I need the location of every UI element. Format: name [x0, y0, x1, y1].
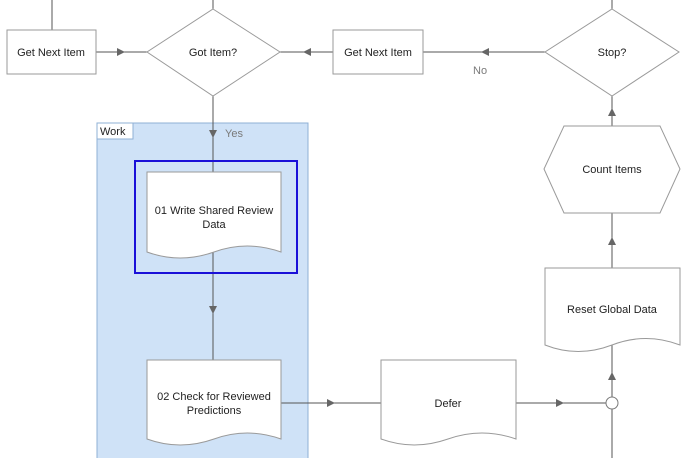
- reset-global-data-node[interactable]: Reset Global Data: [544, 267, 681, 352]
- defer-shape: [380, 359, 517, 446]
- work-block-label-box: [96, 122, 134, 140]
- get-next-item-left-label: Get Next Item: [17, 47, 85, 59]
- reset-global-data-label: Reset Global Data: [567, 304, 658, 316]
- edge-label-yes: Yes: [225, 128, 243, 140]
- work-block-label: Work: [100, 126, 126, 138]
- stop-decision[interactable]: Stop?: [544, 8, 680, 97]
- edges: [51, 0, 613, 458]
- arrow-down-1: [209, 130, 217, 138]
- check-reviewed-label-line1: 02 Check for Reviewed: [157, 391, 271, 403]
- got-item-decision[interactable]: Got Item?: [146, 8, 281, 97]
- got-item-shape: [146, 8, 281, 97]
- arrow-right-3: [556, 399, 564, 407]
- write-shared-review-label-line2: Data: [202, 219, 226, 231]
- get-next-item-right-label: Get Next Item: [344, 47, 412, 59]
- got-item-label: Got Item?: [189, 47, 237, 59]
- get-next-item-left-shape: [6, 29, 97, 75]
- check-reviewed-shape: [146, 359, 282, 446]
- junction-anchor[interactable]: [605, 396, 619, 410]
- arrow-up-2: [608, 237, 616, 245]
- check-reviewed-label-line2: Predictions: [187, 405, 242, 417]
- count-items-node[interactable]: Count Items: [543, 125, 681, 214]
- write-shared-review-shape: [146, 171, 282, 259]
- stop-label: Stop?: [598, 47, 627, 59]
- count-items-label: Count Items: [582, 164, 642, 176]
- defer-label: Defer: [435, 398, 462, 410]
- defer-node[interactable]: Defer: [380, 359, 517, 446]
- write-shared-review-node[interactable]: 01 Write Shared Review Data: [146, 171, 282, 259]
- get-next-item-right-shape: [332, 29, 424, 75]
- write-shared-review-label-line1: 01 Write Shared Review: [155, 205, 273, 217]
- arrow-up-1: [608, 372, 616, 380]
- arrow-right-2: [327, 399, 335, 407]
- arrowheads: [117, 48, 616, 407]
- get-next-item-left-node[interactable]: Get Next Item: [6, 29, 97, 75]
- arrow-left-2: [481, 48, 489, 56]
- check-reviewed-node[interactable]: 02 Check for Reviewed Predictions: [146, 359, 282, 446]
- arrow-down-2: [209, 306, 217, 314]
- count-items-shape: [543, 125, 681, 214]
- get-next-item-right-node[interactable]: Get Next Item: [332, 29, 424, 75]
- edge-label-no: No: [473, 65, 487, 77]
- arrow-up-3: [608, 108, 616, 116]
- selection-highlight: [134, 160, 298, 274]
- reset-global-data-shape: [544, 267, 681, 352]
- arrow-right-1: [117, 48, 125, 56]
- stop-shape: [544, 8, 680, 97]
- arrow-left-1: [303, 48, 311, 56]
